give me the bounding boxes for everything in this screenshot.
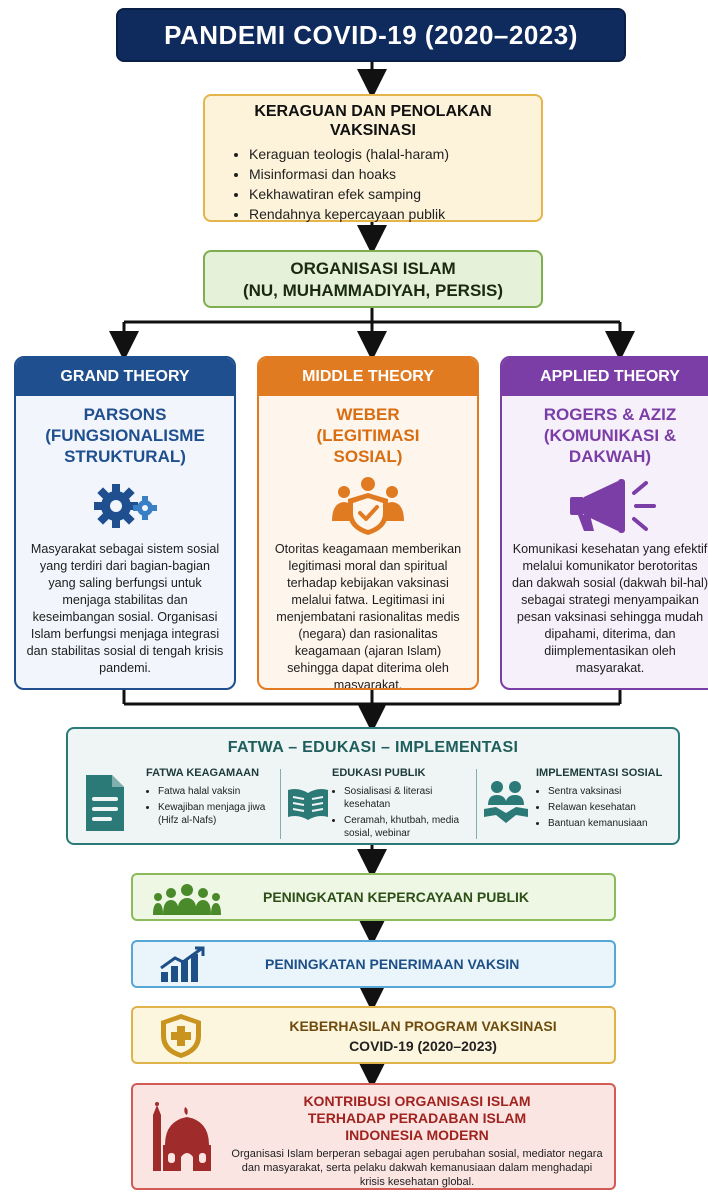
education-column-item: Ceramah, khutbah, media sosial, webinar	[344, 814, 472, 840]
implementation-column-item: Sentra vaksinasi	[548, 785, 680, 798]
fatwa-section-title: FATWA – EDUKASI – IMPLEMENTASI	[227, 739, 519, 756]
growth-chart-icon	[157, 946, 207, 987]
hesitancy-item: Keraguan teologis (halal-haram)	[249, 144, 529, 164]
fatwa-education-implementation-box: FATWA – EDUKASI – IMPLEMENTASI FATWA KEA…	[66, 727, 680, 845]
implementation-column: IMPLEMENTASI SOSIAL Sentra vaksinasi Rel…	[536, 767, 680, 833]
grand-theory-card: GRAND THEORY PARSONS (FUNGSIONALISME STR…	[14, 356, 236, 690]
islamic-organization-box: ORGANISASI ISLAM (NU, MUHAMMADIYAH, PERS…	[203, 250, 543, 308]
contribution-bar: KONTRIBUSI ORGANISASI ISLAM TERHADAP PER…	[131, 1083, 616, 1190]
book-icon	[286, 787, 330, 826]
vaccination-success-title: KEBERHASILAN PROGRAM VAKSINASI	[289, 1018, 557, 1034]
vaccine-acceptance-label: PENINGKATAN PENERIMAAN VAKSIN	[265, 956, 520, 972]
implementation-column-item: Relawan kesehatan	[548, 801, 680, 814]
middle-theory-header: MIDDLE THEORY	[259, 358, 477, 396]
contribution-description: Organisasi Islam berperan sebagai agen p…	[231, 1148, 603, 1188]
vaccine-acceptance-bar: PENINGKATAN PENERIMAAN VAKSIN	[131, 940, 616, 988]
fatwa-column: FATWA KEAGAMAAN Fatwa halal vaksin Kewaj…	[146, 767, 282, 830]
education-column-title: EDUKASI PUBLIK	[332, 767, 426, 779]
grand-theory-name: PARSONS (FUNGSIONALISME STRUKTURAL)	[45, 405, 205, 466]
applied-theory-name: ROGERS & AZIZ (KOMUNIKASI & DAKWAH)	[543, 405, 677, 466]
middle-theory-text: Otoritas keagamaan memberikan legitimasi…	[274, 542, 462, 690]
implementation-column-title: IMPLEMENTASI SOSIAL	[536, 767, 663, 779]
fatwa-column-item: Kewajiban menjaga jiwa (Hifz al-Nafs)	[158, 801, 282, 827]
middle-theory-card: MIDDLE THEORY WEBER (LEGITIMASI SOSIAL) …	[257, 356, 479, 690]
applied-theory-text: Komunikasi kesehatan yang efektif melalu…	[512, 542, 708, 675]
education-column-list: Sosialisasi & literasi kesehatan Ceramah…	[332, 785, 472, 840]
public-trust-label: PENINGKATAN KEPERCAYAAN PUBLIK	[263, 889, 530, 905]
applied-theory-header: APPLIED THEORY	[502, 358, 708, 396]
education-column-item: Sosialisasi & literasi kesehatan	[344, 785, 472, 811]
grand-theory-header: GRAND THEORY	[16, 358, 234, 396]
megaphone-icon	[502, 475, 708, 537]
contribution-text: KONTRIBUSI ORGANISASI ISLAM TERHADAP PER…	[229, 1093, 605, 1189]
hesitancy-item: Rendahnya kepercayaan publik	[249, 204, 529, 224]
column-divider	[476, 769, 477, 839]
public-trust-bar: PENINGKATAN KEPERCAYAAN PUBLIK	[131, 873, 616, 921]
column-divider	[280, 769, 281, 839]
diagram-title: PANDEMI COVID-19 (2020–2023)	[164, 19, 578, 50]
implementation-column-list: Sentra vaksinasi Relawan kesehatan Bantu…	[536, 785, 680, 830]
vaccination-success-text: KEBERHASILAN PROGRAM VAKSINASI COVID-19 …	[253, 1016, 593, 1056]
mosque-icon	[149, 1101, 213, 1176]
title-box: PANDEMI COVID-19 (2020–2023)	[116, 8, 626, 62]
people-shield-icon	[259, 475, 477, 537]
contribution-title: KONTRIBUSI ORGANISASI ISLAM TERHADAP PER…	[303, 1093, 531, 1143]
fatwa-column-list: Fatwa halal vaksin Kewajiban menjaga jiw…	[146, 785, 282, 827]
hesitancy-item: Kekhawatiran efek samping	[249, 184, 529, 204]
handshake-icon	[482, 779, 530, 830]
organization-title: ORGANISASI ISLAM	[290, 259, 456, 278]
hesitancy-title: KERAGUAN DAN PENOLAKAN VAKSINASI	[254, 103, 492, 139]
vaccination-success-bar: KEBERHASILAN PROGRAM VAKSINASI COVID-19 …	[131, 1006, 616, 1064]
hesitancy-item: Misinformasi dan hoaks	[249, 164, 529, 184]
vaccination-success-period: COVID-19 (2020–2023)	[349, 1038, 497, 1054]
vaccine-hesitancy-box: KERAGUAN DAN PENOLAKAN VAKSINASI Keragua…	[203, 94, 543, 222]
fatwa-column-item: Fatwa halal vaksin	[158, 785, 282, 798]
middle-theory-name: WEBER (LEGITIMASI SOSIAL)	[316, 405, 420, 466]
education-column: EDUKASI PUBLIK Sosialisasi & literasi ke…	[332, 767, 472, 843]
implementation-column-item: Bantuan kemanusiaan	[548, 817, 680, 830]
grand-theory-text: Masyarakat sebagai sistem sosial yang te…	[26, 542, 224, 675]
organization-members: (NU, MUHAMMADIYAH, PERSIS)	[242, 281, 504, 300]
health-shield-icon	[159, 1012, 203, 1063]
applied-theory-card: APPLIED THEORY ROGERS & AZIZ (KOMUNIKASI…	[500, 356, 708, 690]
document-icon	[82, 773, 128, 838]
hesitancy-list: Keraguan teologis (halal-haram) Misinfor…	[217, 144, 529, 224]
fatwa-column-title: FATWA KEAGAMAAN	[146, 767, 260, 779]
gears-icon	[16, 475, 234, 537]
community-icon	[153, 883, 221, 918]
